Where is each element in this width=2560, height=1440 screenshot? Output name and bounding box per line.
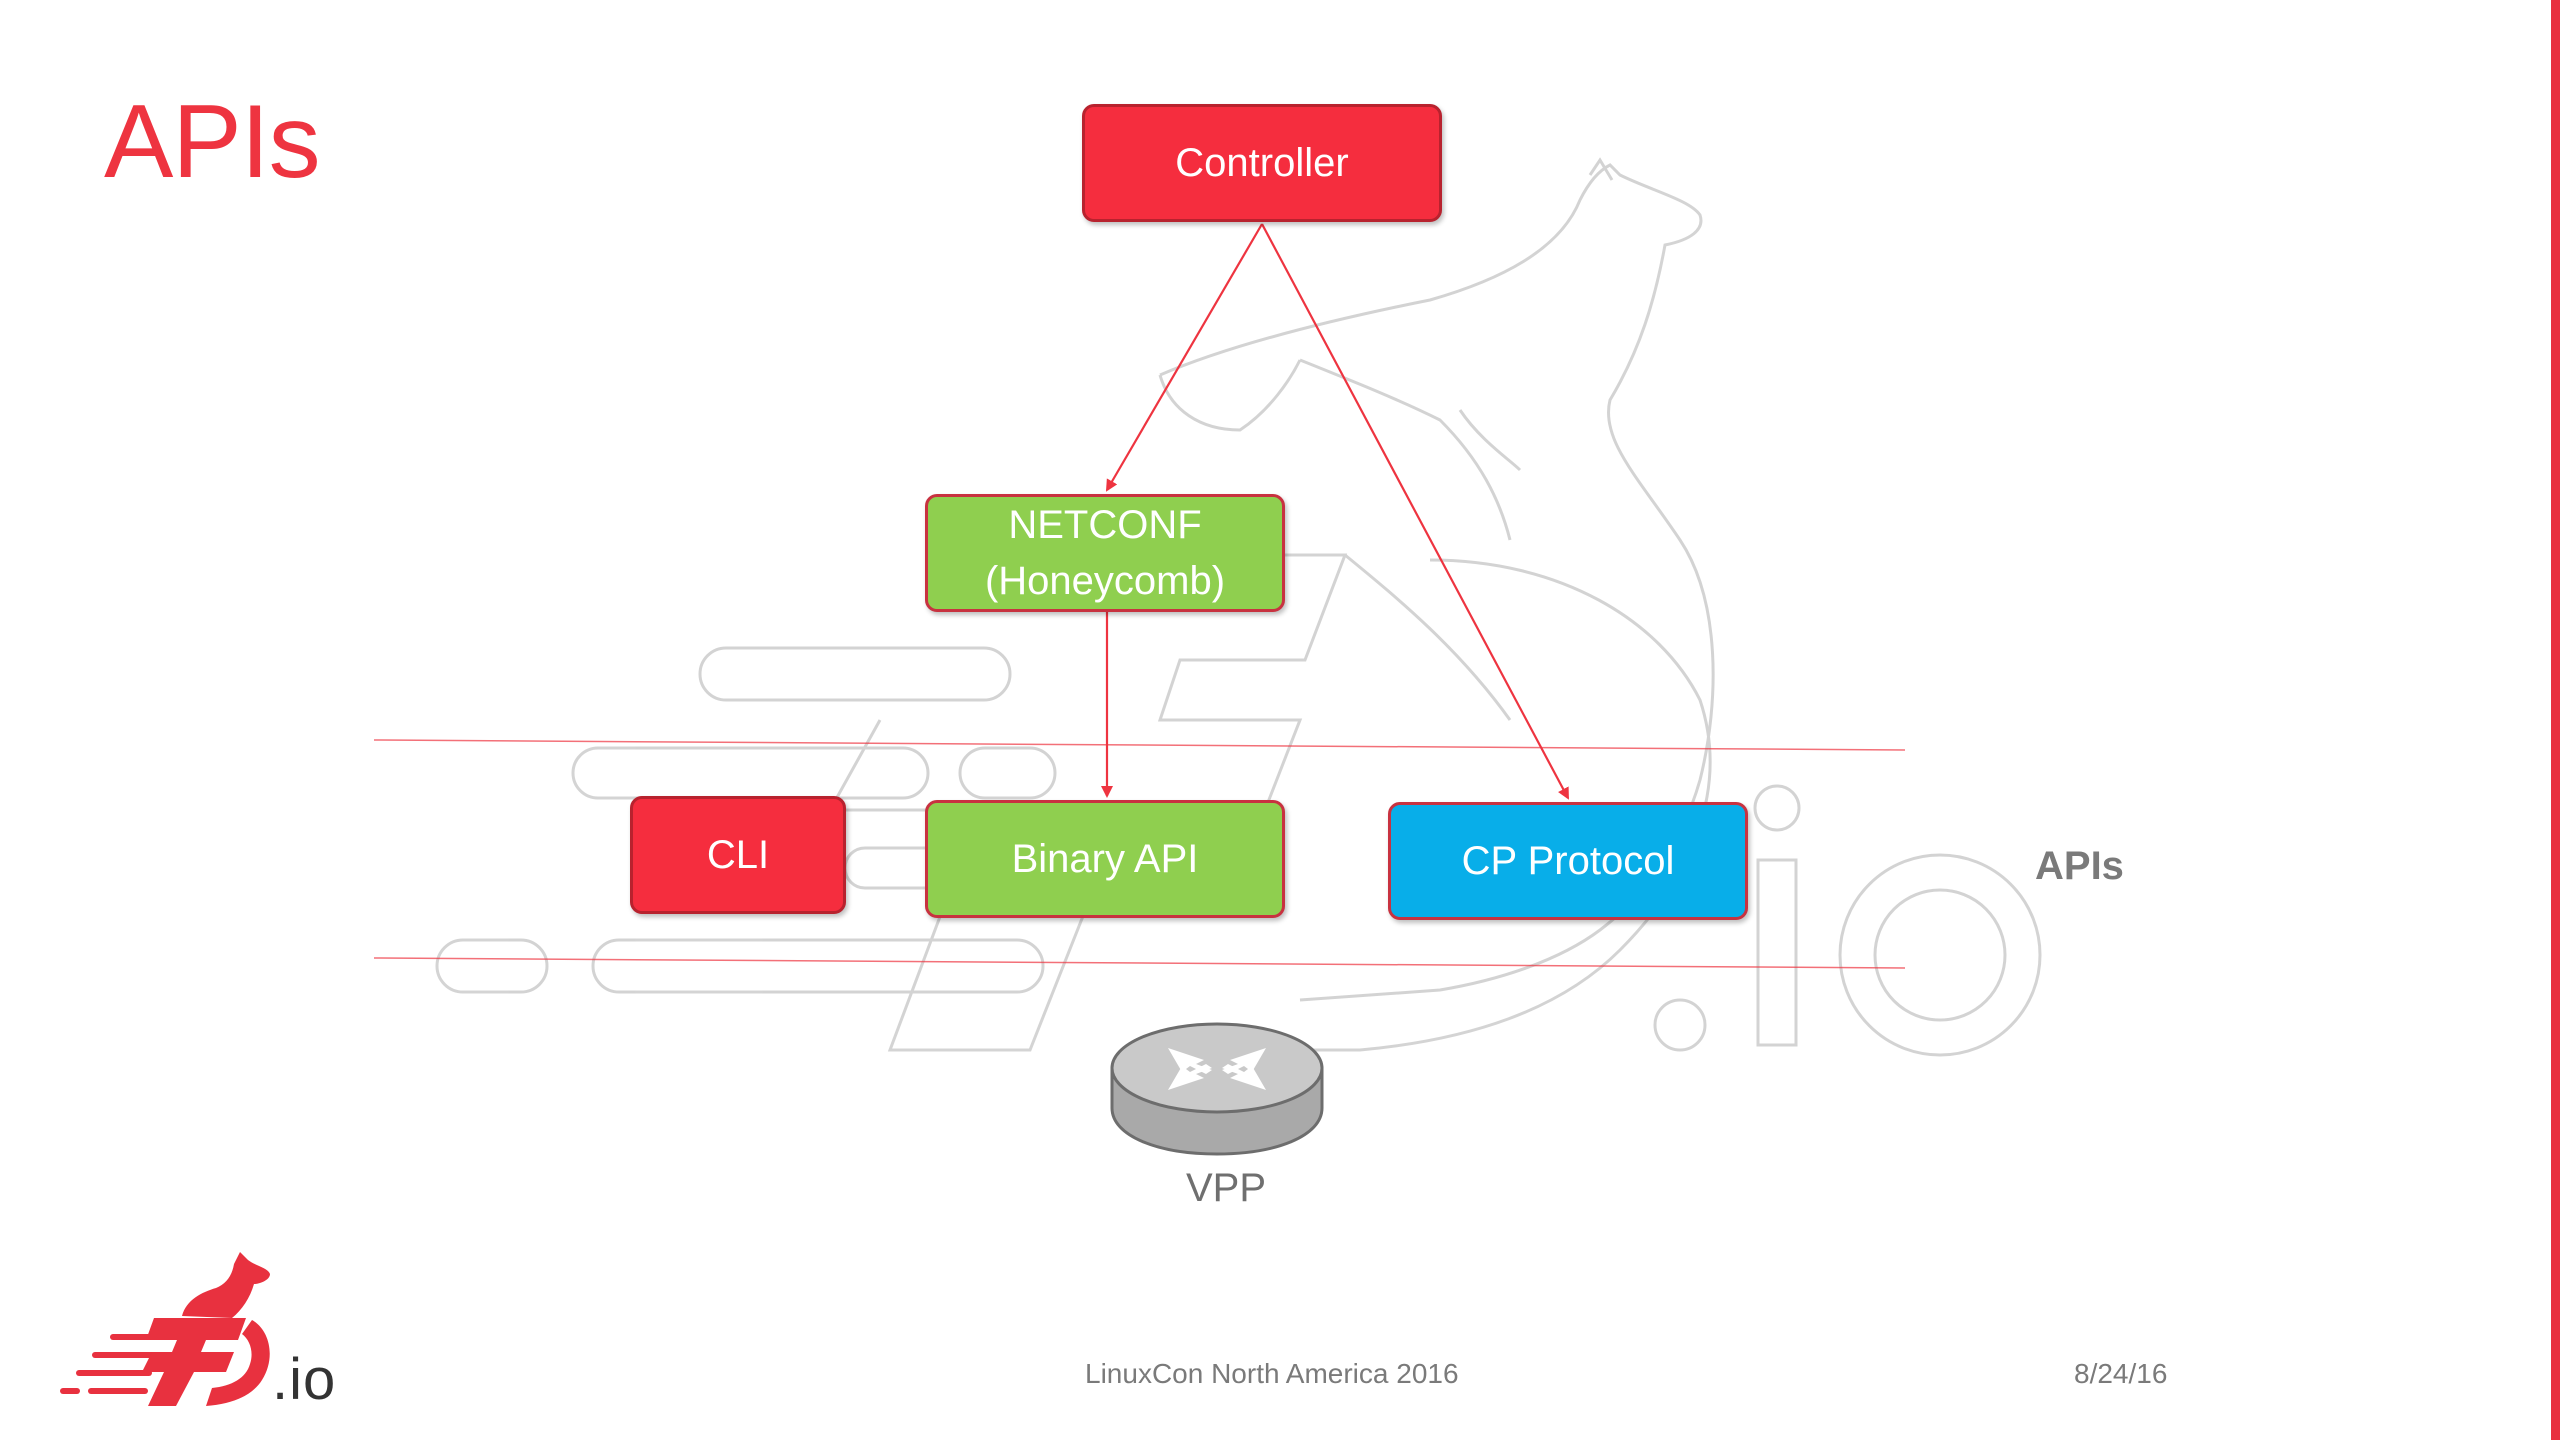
slide-title: APIs [104,84,321,200]
binary-api-node: Binary API [925,800,1285,918]
vpp-label: VPP [1186,1166,1267,1210]
footer-date: 8/24/16 [2074,1358,2168,1389]
apis-layer-label: APIs [2035,844,2124,888]
cp-protocol-node: CP Protocol [1388,802,1748,920]
arrow-controller-cp-protocol [1261,223,1569,800]
fd-io-logo [60,1252,270,1406]
arrow-controller-netconf [1105,223,1263,492]
cli-node: CLI [630,796,846,914]
netconf-honeycomb-node: NETCONF (Honeycomb) [925,494,1285,612]
router-icon [1110,1022,1324,1156]
logo-text: .io [272,1347,337,1412]
footer-event: LinuxCon North America 2016 [1085,1358,1459,1389]
right-edge-accent [2551,0,2560,1440]
controller-node: Controller [1082,104,1442,222]
